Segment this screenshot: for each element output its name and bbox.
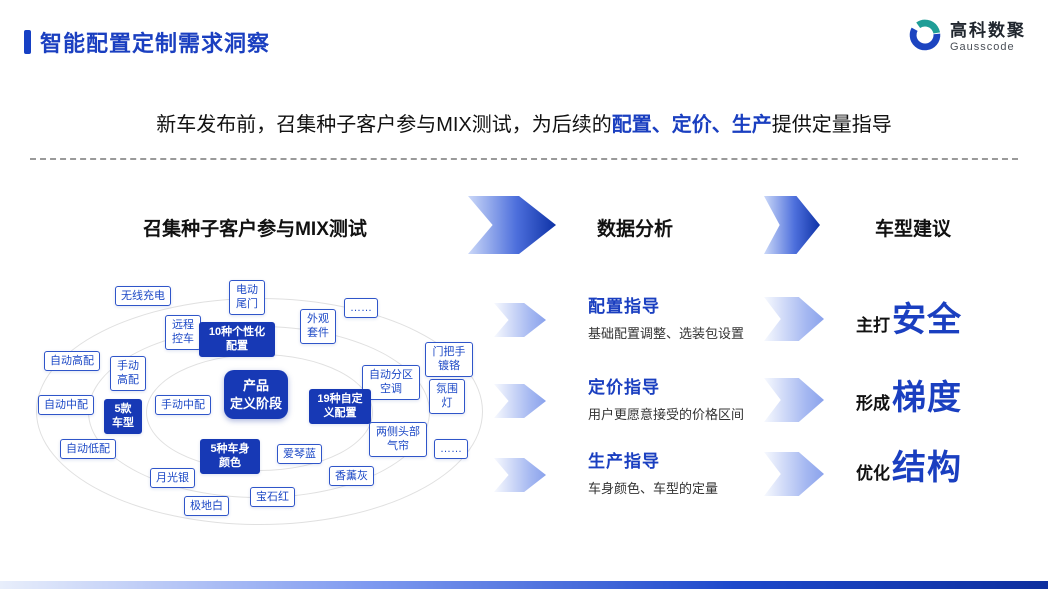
- suggestion-keyword: 梯度: [892, 379, 962, 417]
- slide-subtitle: 新车发布前，召集种子客户参与MIX测试，为后续的配置、定价、生产提供定量指导: [0, 108, 1048, 137]
- logo-text: 高科数聚 Gausscode: [950, 21, 1026, 53]
- analysis-title: 配置指导: [588, 297, 660, 316]
- diagram-node: 外观套件: [300, 309, 336, 344]
- suggestion-prefix: 形成: [856, 394, 890, 413]
- analysis-item-production: 生产指导 车身颜色、车型的定量: [588, 447, 778, 497]
- flow-arrow-icon: [468, 196, 556, 254]
- diagram-node: 自动中配: [38, 395, 94, 416]
- flow-arrow-icon: [764, 196, 820, 254]
- company-logo: 高科数聚 Gausscode: [908, 18, 1026, 57]
- analysis-desc: 基础配置调整、选装包设置: [588, 326, 745, 341]
- diagram-node: 月光银: [150, 468, 195, 489]
- center-node-line1: 产品: [242, 378, 269, 393]
- title-accent-bar: [24, 30, 31, 54]
- analysis-desc: 车身颜色、车型的定量: [588, 481, 719, 496]
- analysis-title: 定价指导: [588, 378, 660, 397]
- suggestion-keyword: 结构: [892, 449, 962, 487]
- diagram-node-highlight: 10种个性化配置: [199, 322, 275, 357]
- diagram-center-node: 产品 定义阶段: [224, 370, 288, 420]
- diagram-node: 氛围灯: [429, 379, 465, 414]
- diagram-node: ……: [434, 439, 468, 460]
- diagram-node-highlight: 19种自定义配置: [309, 389, 371, 424]
- analysis-item-config: 配置指导 基础配置调整、选装包设置: [588, 292, 778, 342]
- subtitle-pre: 新车发布前，召集种子客户参与MIX测试，为后续的: [156, 114, 612, 136]
- suggestion-keyword: 安全: [892, 301, 962, 339]
- diagram-node: 自动分区空调: [362, 365, 420, 400]
- diagram-node: 自动高配: [44, 351, 100, 372]
- dashed-divider: [30, 158, 1018, 160]
- page-title-block: 智能配置定制需求洞察: [24, 26, 270, 58]
- diagram-node: ……: [344, 298, 378, 319]
- diagram-node: 极地白: [184, 496, 229, 517]
- diagram-node: 香薰灰: [329, 466, 374, 487]
- gausscode-logo-icon: [908, 18, 942, 57]
- diagram-node: 手动中配: [155, 395, 211, 416]
- center-node-line2: 定义阶段: [229, 395, 282, 411]
- mix-test-diagram: 无线充电 电动尾门 远程控车 外观套件 10种个性化配置 …… 自动高配 手动高…: [28, 258, 508, 553]
- suggestion-item-gradient: 形成 梯度: [856, 370, 962, 419]
- diagram-node-highlight: 5款车型: [104, 399, 142, 434]
- page-title: 智能配置定制需求洞察: [40, 31, 271, 56]
- diagram-node: 门把手镀铬: [425, 342, 473, 377]
- suggestion-prefix: 主打: [856, 316, 890, 335]
- diagram-node: 无线充电: [115, 286, 171, 307]
- flow-step-suggestion-title: 车型建议: [874, 219, 951, 240]
- suggestion-item-safety: 主打 安全: [856, 292, 962, 341]
- subtitle-post: 提供定量指导: [771, 114, 892, 136]
- analysis-item-pricing: 定价指导 用户更愿意接受的价格区间: [588, 373, 778, 423]
- subtitle-highlight: 配置、定价、生产: [611, 114, 772, 136]
- diagram-node: 手动高配: [110, 356, 146, 391]
- logo-name: 高科数聚: [950, 21, 1026, 41]
- analysis-desc: 用户更愿意接受的价格区间: [588, 407, 745, 422]
- diagram-node: 电动尾门: [229, 280, 265, 315]
- diagram-node: 宝石红: [250, 487, 295, 508]
- suggestion-prefix: 优化: [856, 464, 890, 483]
- diagram-node: 自动低配: [60, 439, 116, 460]
- diagram-node-highlight: 5种车身颜色: [200, 439, 260, 474]
- flow-step-analysis-title: 数据分析: [596, 219, 673, 240]
- diagram-node: 爱琴蓝: [277, 444, 322, 465]
- suggestion-item-structure: 优化 结构: [856, 440, 962, 489]
- logo-subtitle: Gausscode: [950, 40, 1015, 53]
- footer-accent-bar: [0, 581, 1048, 589]
- flow-step-collect-title: 召集种子客户参与MIX测试: [143, 219, 367, 240]
- analysis-title: 生产指导: [588, 452, 660, 471]
- diagram-node: 远程控车: [165, 315, 201, 350]
- diagram-node: 两侧头部气帘: [369, 422, 427, 457]
